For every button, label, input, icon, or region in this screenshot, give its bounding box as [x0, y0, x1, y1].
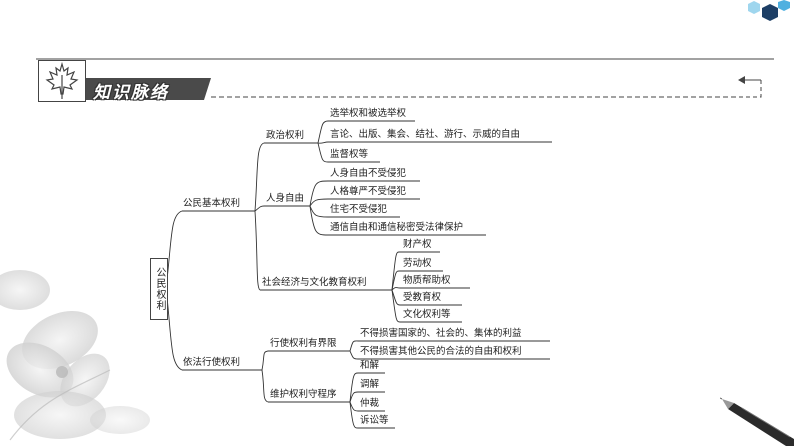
item-procedure-3: 仲裁 — [360, 398, 380, 409]
header-banner — [36, 58, 774, 100]
item-limits-1: 不得损害国家的、社会的、集体的利益 — [360, 328, 522, 339]
item-limits-2: 不得损害其他公民的合法的自由和权利 — [360, 346, 522, 357]
node-political-rights: 政治权利 — [266, 130, 305, 141]
item-procedure-4: 诉讼等 — [360, 415, 389, 426]
item-personal-1: 人身自由不受侵犯 — [330, 168, 407, 179]
node-personal-freedom: 人身自由 — [266, 193, 305, 204]
node-social-economic-rights: 社会经济与文化教育权利 — [262, 277, 367, 288]
item-social-5: 文化权利等 — [403, 309, 451, 320]
item-political-3: 监督权等 — [330, 149, 369, 160]
flower-decoration — [0, 270, 150, 441]
item-social-2: 劳动权 — [403, 258, 432, 269]
item-political-2: 言论、出版、集会、结社、游行、示威的自由 — [330, 129, 521, 140]
item-procedure-1: 和解 — [360, 360, 380, 371]
pen-decoration — [720, 397, 794, 446]
item-social-1: 财产权 — [403, 239, 432, 250]
hexagon-decoration — [748, 0, 790, 21]
item-political-1: 选举权和被选举权 — [330, 108, 407, 119]
branch-exercise-rights: 依法行使权利 — [183, 357, 241, 368]
node-rights-limits: 行使权利有界限 — [270, 338, 337, 349]
item-personal-3: 住宅不受侵犯 — [330, 204, 388, 215]
branch-basic-rights: 公民基本权利 — [183, 198, 241, 209]
item-personal-4: 通信自由和通信秘密受法律保护 — [330, 222, 464, 233]
maple-leaf-icon — [38, 60, 86, 102]
item-social-4: 受教育权 — [403, 292, 442, 303]
item-personal-2: 人格尊严不受侵犯 — [330, 186, 407, 197]
root-node: 公民权利 — [150, 258, 168, 320]
item-social-3: 物质帮助权 — [403, 275, 451, 286]
node-procedure: 维护权利守程序 — [270, 389, 337, 400]
item-procedure-2: 调解 — [360, 379, 380, 390]
page-title: 知识脉络 — [93, 83, 169, 103]
